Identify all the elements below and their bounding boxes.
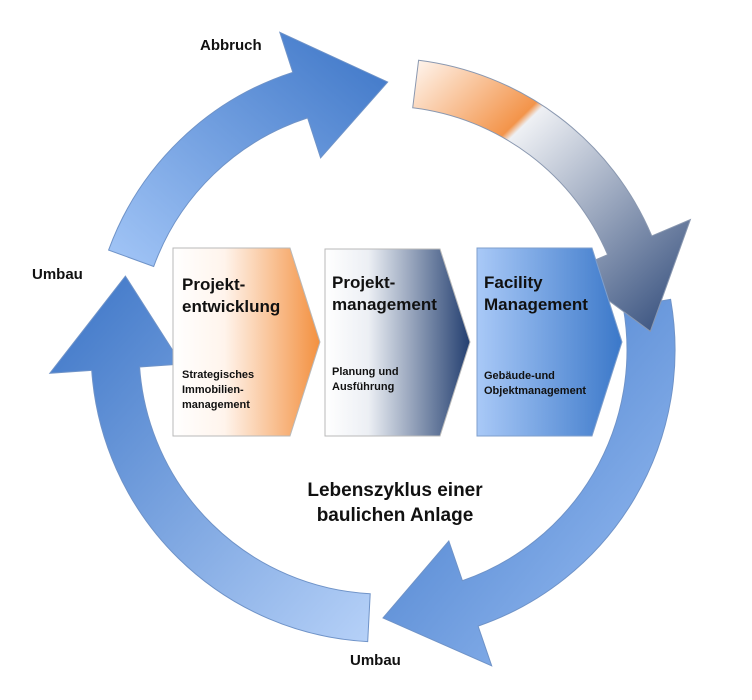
phase-title-line: management [332, 295, 437, 314]
phase-title-line: entwicklung [182, 297, 281, 316]
phase-sub-line: Ausführung [332, 381, 395, 393]
phase-chevron-1 [172, 247, 321, 437]
arrow-bottom-to-left [48, 275, 371, 643]
phase-chevron-2 [324, 248, 471, 437]
phase-title-line: Projekt- [182, 275, 246, 294]
phase-sub-line: Gebäude-und [484, 370, 555, 382]
phase-sub-line: Planung und [332, 366, 399, 378]
phase-title-line: Projekt- [332, 273, 396, 292]
title-line-1: Lebenszyklus einer [307, 480, 483, 501]
phase-title-line: Management [484, 295, 588, 314]
label-abbruch: Abbruch [200, 37, 262, 54]
arrow-top-to-right [412, 59, 692, 333]
label-umbau-left: Umbau [32, 266, 83, 283]
arrow-right-to-bottom [382, 298, 676, 667]
title-line-2: baulichen Anlage [316, 505, 474, 526]
phase-sub-line: management [182, 399, 250, 411]
phase-title-line: Facility [484, 273, 543, 292]
diagram-title: Lebenszyklus einer baulichen Anlage [250, 478, 540, 528]
phase-sub-line: Immobilien- [182, 384, 244, 396]
phase-chevron-3 [476, 247, 623, 437]
label-umbau-bottom: Umbau [350, 652, 401, 669]
arrow-left-to-top [107, 31, 389, 268]
phase-sub-line: Strategisches [182, 369, 255, 381]
phase-sub-line: Objektmanagement [484, 385, 587, 397]
